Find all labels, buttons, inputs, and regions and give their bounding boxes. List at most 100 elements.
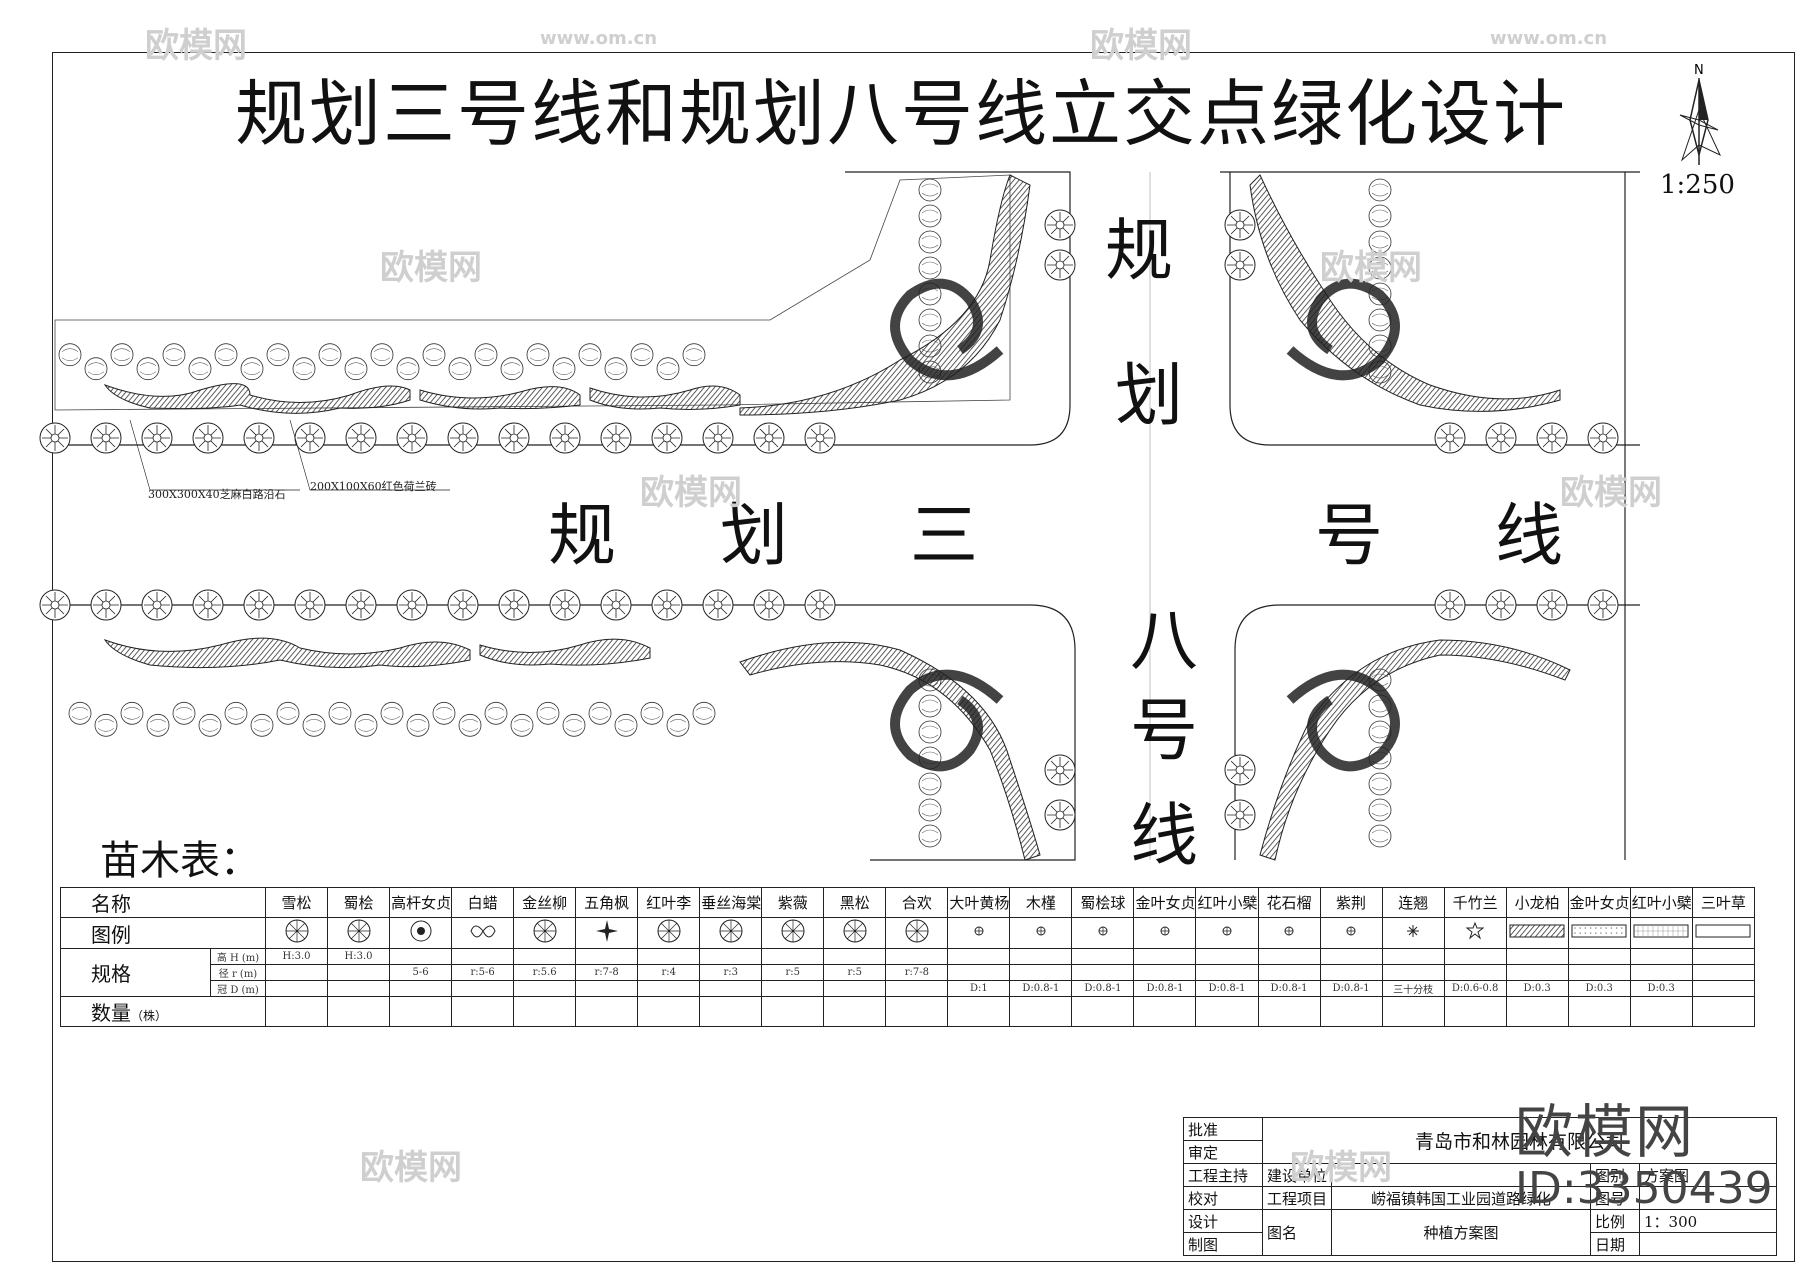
plant-qty (761, 996, 825, 1027)
tree-symbol-icon (243, 589, 275, 621)
shrub-symbol-icon (666, 713, 690, 737)
plant-name: 蜀桧 (327, 887, 391, 918)
row-label-name: 名称 (60, 887, 266, 918)
tree-symbol-icon (651, 422, 683, 454)
tree-symbol-icon (651, 589, 683, 621)
spec-sublabel: 高 H (m) (210, 948, 266, 965)
spec-sublabel: 径 r (m) (210, 964, 266, 981)
tb-label: 制图 (1183, 1232, 1263, 1256)
shrub-symbol-icon (266, 343, 290, 367)
tree-symbol-icon (549, 422, 581, 454)
tb-right-value: 方案图 (1639, 1163, 1777, 1187)
plant-spec-r (1133, 964, 1197, 981)
plant-legend-icon (1071, 917, 1135, 949)
title-block: 批准 青岛市和林园林有限公司 审定 工程主持 建设单位 图别 方案图 校对 工程… (1183, 1117, 1777, 1256)
shrub-symbol-icon (510, 713, 534, 737)
plant-spec-d: D:0.6-0.8 (1443, 980, 1507, 997)
watermark-id: ID:3350439 (1515, 1163, 1773, 1214)
plant-name: 大叶黄杨 (947, 887, 1011, 918)
shrub-symbol-icon (1368, 178, 1392, 202)
plant-spec-d: D:0.3 (1505, 980, 1569, 997)
plant-spec-d (264, 980, 329, 997)
plan-note-curb: 300X300X40芝麻白路沿石 (148, 488, 286, 501)
watermark-logo: 欧模网 (360, 1148, 462, 1188)
tree-symbol-icon (1485, 422, 1517, 454)
shrub-symbol-icon (474, 343, 498, 367)
tree-symbol-icon (192, 589, 224, 621)
plant-spec-d (451, 980, 515, 997)
plant-spec-d (885, 980, 949, 997)
tree-symbol-icon (294, 422, 326, 454)
tree-symbol-icon (600, 589, 632, 621)
plant-spec-d: D:0.8-1 (1009, 980, 1073, 997)
plant-qty (1629, 996, 1693, 1027)
nursery-row-quantity: 数量（株） (60, 996, 1756, 1027)
shrub-symbol-icon (318, 343, 342, 367)
plant-name: 合欢 (885, 887, 949, 918)
nursery-row-name: 名称 雪松蜀桧高杆女贞白蜡金丝柳五角枫红叶李垂丝海棠紫薇黑松合欢大叶黄杨木槿蜀桧… (60, 887, 1756, 918)
drawing-frame (52, 52, 1795, 1262)
plant-spec-r (1505, 964, 1569, 981)
plant-spec-r (1443, 964, 1507, 981)
plant-spec-h: H:3.0 (264, 948, 329, 965)
plant-name: 垂丝海棠 (699, 887, 763, 918)
watermark-logo: 欧模网 (1090, 26, 1192, 66)
plant-name: 雪松 (264, 887, 329, 918)
plant-spec-r (1319, 964, 1383, 981)
tb-label: 批准 (1183, 1117, 1263, 1141)
plant-legend-icon (1691, 917, 1756, 949)
plant-spec-h (823, 948, 887, 965)
tb-label: 校对 (1183, 1186, 1263, 1210)
shrub-symbol-icon (614, 713, 638, 737)
plant-spec-d (575, 980, 639, 997)
plant-name: 红叶李 (637, 887, 701, 918)
nursery-row-legend: 图例 (60, 917, 1756, 949)
tree-symbol-icon (1485, 589, 1517, 621)
shrub-symbol-icon (918, 256, 942, 280)
shrub-symbol-icon (380, 701, 404, 725)
road-label-char: 划 (1115, 357, 1184, 436)
tree-symbol-icon (549, 589, 581, 621)
tree-symbol-icon (141, 422, 173, 454)
plant-spec-d: 三十分枝 (1381, 980, 1445, 997)
hedge-bands (103, 174, 1571, 861)
plant-spec-d: D:0.8-1 (1133, 980, 1197, 997)
tree-symbol-icon (1224, 754, 1256, 786)
plant-qty (885, 996, 949, 1027)
road-label-char: 规 (1105, 212, 1174, 291)
plant-legend-icon (513, 917, 577, 949)
spiral-beds (890, 278, 1400, 772)
shrub-symbol-icon (188, 357, 212, 381)
tree-symbol-icon (243, 422, 275, 454)
tree-symbol-icon (753, 422, 785, 454)
tree-symbol-icon (1044, 754, 1076, 786)
tree-symbol-icon (447, 422, 479, 454)
shrub-symbol-icon (302, 713, 326, 737)
road-label-char: 规 (548, 497, 617, 576)
plant-legend-icon (699, 917, 763, 949)
tree-symbol-icon (90, 422, 122, 454)
plant-spec-d (637, 980, 701, 997)
tree-symbol-icon (1434, 589, 1466, 621)
tree-symbol-icon (345, 589, 377, 621)
tree-symbol-icon (294, 589, 326, 621)
plant-spec-r (1691, 964, 1756, 981)
road-label-char: 号 (1130, 692, 1199, 771)
plant-spec-r: r:5 (823, 964, 887, 981)
plant-spec-h (451, 948, 515, 965)
shrub-symbol-icon (58, 343, 82, 367)
plant-spec-d: D:0.8-1 (1257, 980, 1321, 997)
plant-name: 紫荆 (1319, 887, 1383, 918)
tree-symbol-icon (804, 589, 836, 621)
plant-spec-h (1071, 948, 1135, 965)
shrub-symbol-icon (604, 357, 628, 381)
plant-spec-d (699, 980, 763, 997)
plant-spec-d: D:0.8-1 (1195, 980, 1259, 997)
plant-legend-icon (1567, 917, 1631, 949)
plant-legend-icon (885, 917, 949, 949)
shrub-symbol-icon (918, 230, 942, 254)
plant-name: 红叶小檗球 (1195, 887, 1259, 918)
